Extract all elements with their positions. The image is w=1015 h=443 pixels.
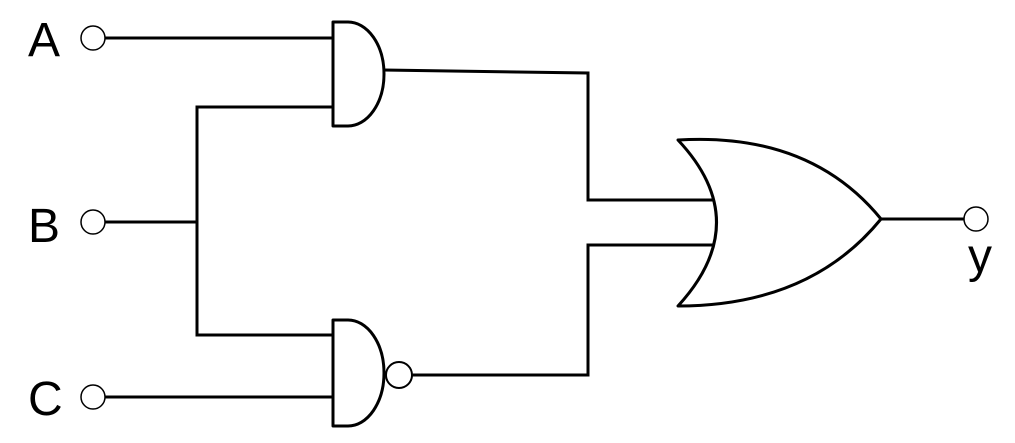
input-terminal-a: [80, 25, 106, 51]
input-terminal-b: [80, 209, 106, 235]
input-label-c: C: [28, 373, 63, 426]
input-label-a: A: [28, 14, 60, 67]
wire-nand-to-or: [412, 243, 729, 377]
output-terminal-y: [963, 206, 989, 232]
input-terminal-c: [80, 384, 106, 410]
input-label-b: B: [28, 200, 60, 253]
nand-gate: [331, 318, 386, 428]
and-gate: [331, 20, 386, 128]
output-label-y: y: [968, 230, 992, 283]
nand-inversion-bubble: [385, 361, 413, 389]
wire-and-to-or: [382, 68, 726, 202]
or-gate: [676, 137, 883, 308]
